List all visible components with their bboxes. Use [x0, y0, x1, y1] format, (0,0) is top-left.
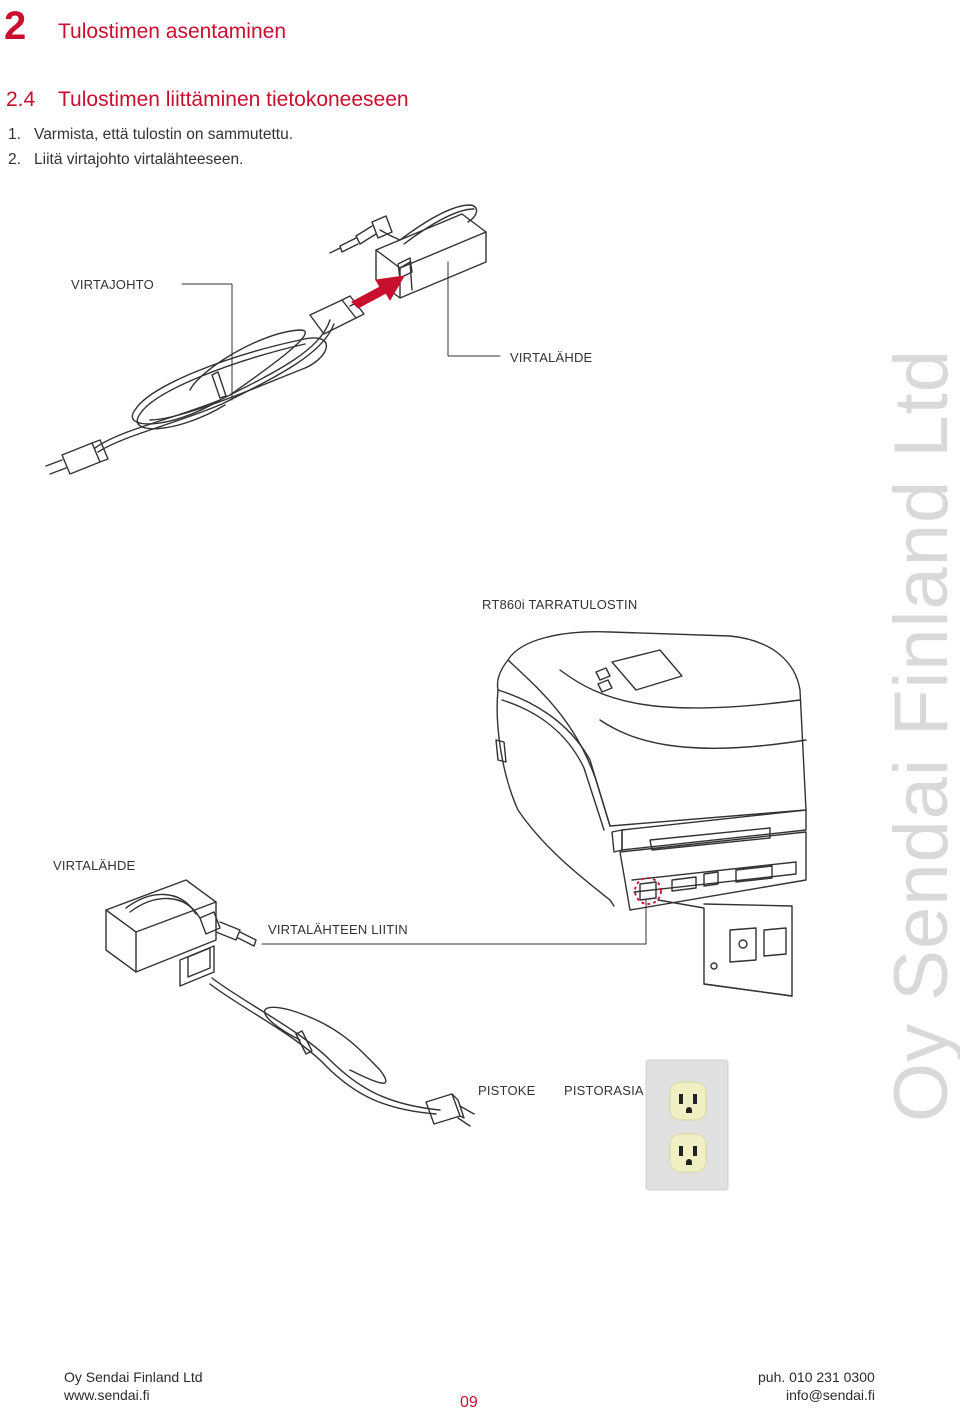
section-number: 2.4: [6, 88, 36, 111]
chapter-title: Tulostimen asentaminen: [58, 20, 287, 43]
power-cord-icon: [209, 977, 475, 1127]
step-text: Varmista, että tulostin on sammutettu.: [34, 126, 294, 143]
section-title: Tulostimen liittäminen tietokoneeseen: [58, 88, 409, 111]
power-adapter-icon: [105, 879, 257, 987]
label-connector: VIRTALÄHTEEN LIITIN: [268, 922, 408, 937]
label-virtajohto: VIRTAJOHTO: [71, 277, 154, 292]
label-plug: PISTOKE: [478, 1083, 536, 1098]
watermark: Oy Sendai Finland Ltd: [879, 348, 960, 1122]
power-cord-icon: [45, 295, 381, 475]
printer-icon: [495, 631, 807, 997]
step-number: 2.: [8, 151, 21, 168]
label-printer: RT860i TARRATULOSTIN: [482, 597, 638, 612]
footer-company: Oy Sendai Finland Ltd: [64, 1369, 203, 1385]
step-text: Liitä virtajohto virtalähteeseen.: [34, 151, 244, 168]
step-2: 2. Liitä virtajohto virtalähteeseen.: [8, 151, 243, 169]
wall-outlet-icon: [645, 1059, 729, 1191]
footer-website[interactable]: www.sendai.fi: [64, 1387, 150, 1403]
footer-phone: puh. 010 231 0300: [758, 1369, 875, 1385]
arrow-icon: [351, 275, 405, 309]
step-number: 1.: [8, 126, 21, 143]
label-socket: PISTORASIA: [564, 1083, 644, 1098]
footer-email[interactable]: info@sendai.fi: [786, 1387, 875, 1403]
power-adapter-icon: [329, 204, 487, 299]
step-1: 1. Varmista, että tulostin on sammutettu.: [8, 126, 293, 144]
chapter-number: 2: [4, 4, 27, 48]
label-virtalahde-top: VIRTALÄHDE: [510, 350, 593, 365]
label-virtalahde-bottom: VIRTALÄHDE: [53, 858, 136, 873]
port-highlight: [634, 877, 662, 905]
page-number: 09: [460, 1394, 478, 1411]
